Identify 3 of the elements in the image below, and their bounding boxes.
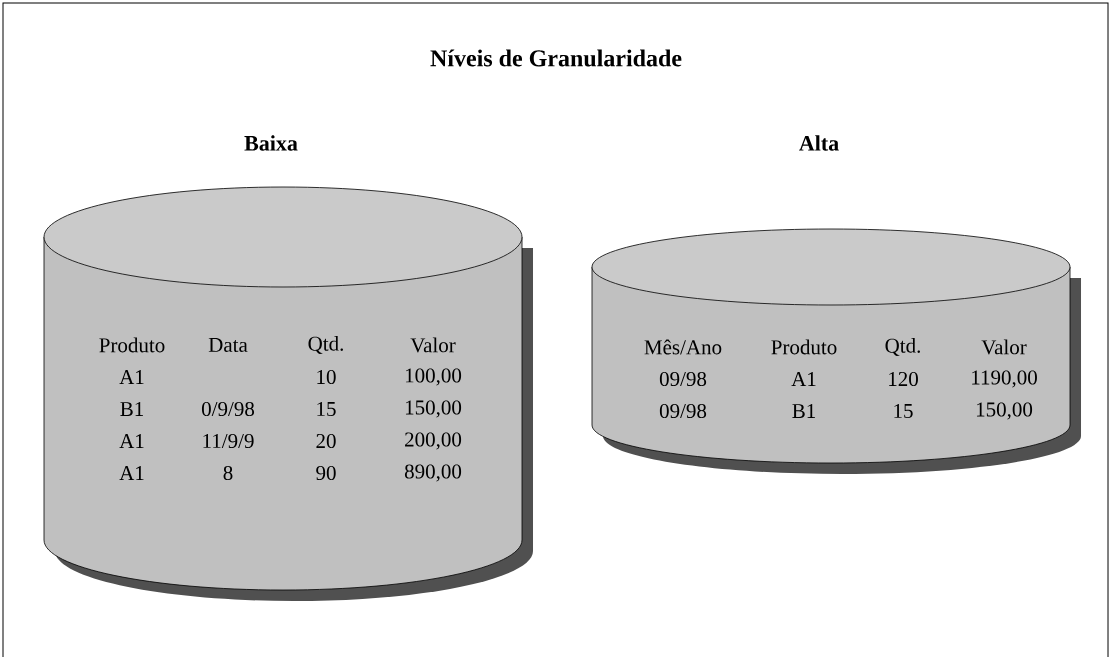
cylinder-heading: Alta	[799, 135, 839, 151]
title: Níveis de Granularidade	[430, 49, 682, 67]
cylinder-heading: Baixa	[244, 135, 298, 151]
